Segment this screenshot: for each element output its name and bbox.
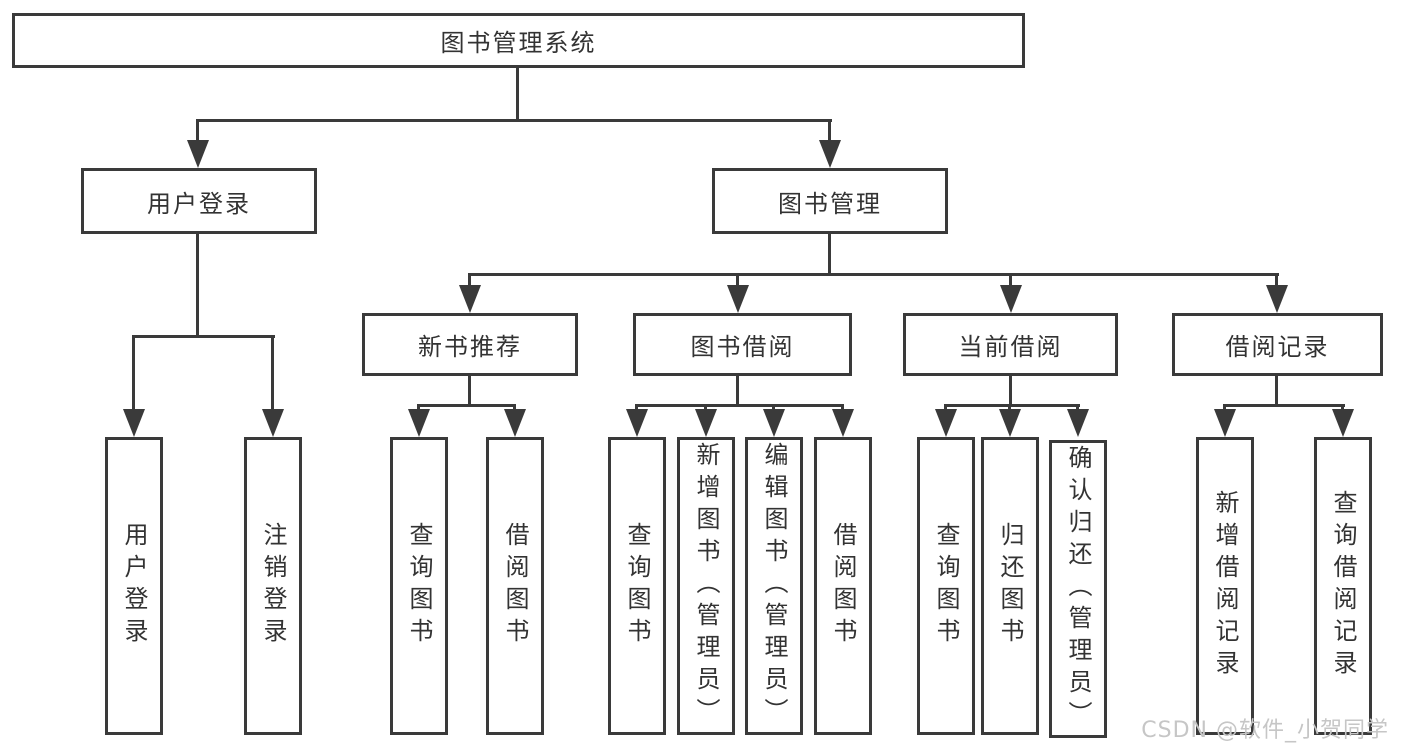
node-label: 图书借阅 <box>690 333 795 361</box>
arrow-down-icon <box>626 409 648 437</box>
node-label: 借阅图书 <box>501 522 529 650</box>
arrow-down-icon <box>935 409 957 437</box>
leaf-user-login: 用户登录 <box>105 437 163 735</box>
node-label: 新书推荐 <box>418 333 522 361</box>
arrow-down-icon <box>763 409 785 437</box>
connector-drop-login-leaf1 <box>132 335 135 412</box>
connector-current-rail <box>944 404 1080 407</box>
node-label: 新增借阅记录 <box>1211 490 1239 682</box>
connector-recommend-rail <box>417 404 516 407</box>
node-label: 用户登录 <box>120 522 148 650</box>
connector-current-stub <box>1009 376 1012 407</box>
connector-login-rail <box>132 335 275 338</box>
node-label: 图书管理系统 <box>440 29 597 57</box>
connector-recommend-stub <box>468 376 471 407</box>
arrow-down-icon <box>408 409 430 437</box>
arrow-down-icon <box>459 285 481 313</box>
connector-login-stub <box>196 234 199 338</box>
leaf-borrow-borrow-books: 借阅图书 <box>814 437 872 735</box>
arrow-down-icon <box>1332 409 1354 437</box>
leaf-borrow-query-books: 查询图书 <box>608 437 666 735</box>
leaf-records-add-record: 新增借阅记录 <box>1196 437 1254 735</box>
node-label: 注销登录 <box>259 522 287 650</box>
arrow-down-icon <box>1214 409 1236 437</box>
arrow-down-icon <box>1266 285 1288 313</box>
node-user-login: 用户登录 <box>81 168 317 234</box>
node-label: 确认归还（管理员） <box>1064 445 1092 733</box>
node-label: 查询图书 <box>623 522 651 650</box>
arrow-down-icon <box>819 140 841 168</box>
leaf-recommend-borrow-books: 借阅图书 <box>486 437 544 735</box>
node-label: 当前借阅 <box>958 333 1063 361</box>
node-label: 编辑图书（管理员） <box>760 442 788 730</box>
leaf-recommend-query-books: 查询图书 <box>390 437 448 735</box>
node-label: 查询图书 <box>405 522 433 650</box>
connector-records-stub <box>1275 376 1278 407</box>
node-root-library-system: 图书管理系统 <box>12 13 1025 68</box>
leaf-current-confirm-return-admin: 确认归还（管理员） <box>1049 440 1107 738</box>
node-label: 借阅图书 <box>829 522 857 650</box>
connector-level2-rail <box>196 119 832 122</box>
leaf-logout: 注销登录 <box>244 437 302 735</box>
connector-drop-records <box>1275 273 1278 289</box>
arrow-down-icon <box>1000 285 1022 313</box>
leaf-borrow-add-books-admin: 新增图书（管理员） <box>677 437 735 735</box>
connector-drop-book-mgmt <box>828 119 831 145</box>
arrow-down-icon <box>727 285 749 313</box>
node-label: 用户登录 <box>147 189 251 218</box>
arrow-down-icon <box>504 409 526 437</box>
arrow-down-icon <box>695 409 717 437</box>
connector-borrow-stub <box>736 376 739 407</box>
leaf-current-return-books: 归还图书 <box>981 437 1039 735</box>
node-label: 归还图书 <box>996 522 1024 650</box>
node-label: 查询借阅记录 <box>1329 490 1357 682</box>
connector-mgmt-stub <box>828 234 831 276</box>
node-current-borrowing: 当前借阅 <box>903 313 1118 376</box>
leaf-records-query-record: 查询借阅记录 <box>1314 437 1372 735</box>
arrow-down-icon <box>832 409 854 437</box>
leaf-current-query-books: 查询图书 <box>917 437 975 735</box>
node-book-borrowing: 图书借阅 <box>633 313 852 376</box>
connector-records-rail <box>1223 404 1345 407</box>
connector-borrow-rail <box>635 404 844 407</box>
leaf-borrow-edit-books-admin: 编辑图书（管理员） <box>745 437 803 735</box>
connector-drop-borrow <box>736 273 739 289</box>
node-label: 查询图书 <box>932 522 960 650</box>
connector-drop-current <box>1009 273 1012 289</box>
arrow-down-icon <box>262 409 284 437</box>
connector-level3-rail <box>468 273 1279 276</box>
node-book-management: 图书管理 <box>712 168 948 234</box>
node-label: 图书管理 <box>778 189 882 218</box>
arrow-down-icon <box>999 409 1021 437</box>
connector-drop-user-login <box>196 119 199 145</box>
node-label: 借阅记录 <box>1225 333 1330 361</box>
connector-drop-recommend <box>468 273 471 289</box>
arrow-down-icon <box>187 140 209 168</box>
arrow-down-icon <box>1067 409 1089 437</box>
connector-root-stub <box>516 66 519 122</box>
node-label: 新增图书（管理员） <box>692 442 720 730</box>
node-borrowing-records: 借阅记录 <box>1172 313 1383 376</box>
node-new-book-recommend: 新书推荐 <box>362 313 578 376</box>
arrow-down-icon <box>123 409 145 437</box>
connector-drop-login-leaf2 <box>271 335 274 412</box>
csdn-watermark: CSDN @软件_小贺同学 <box>1141 718 1389 743</box>
